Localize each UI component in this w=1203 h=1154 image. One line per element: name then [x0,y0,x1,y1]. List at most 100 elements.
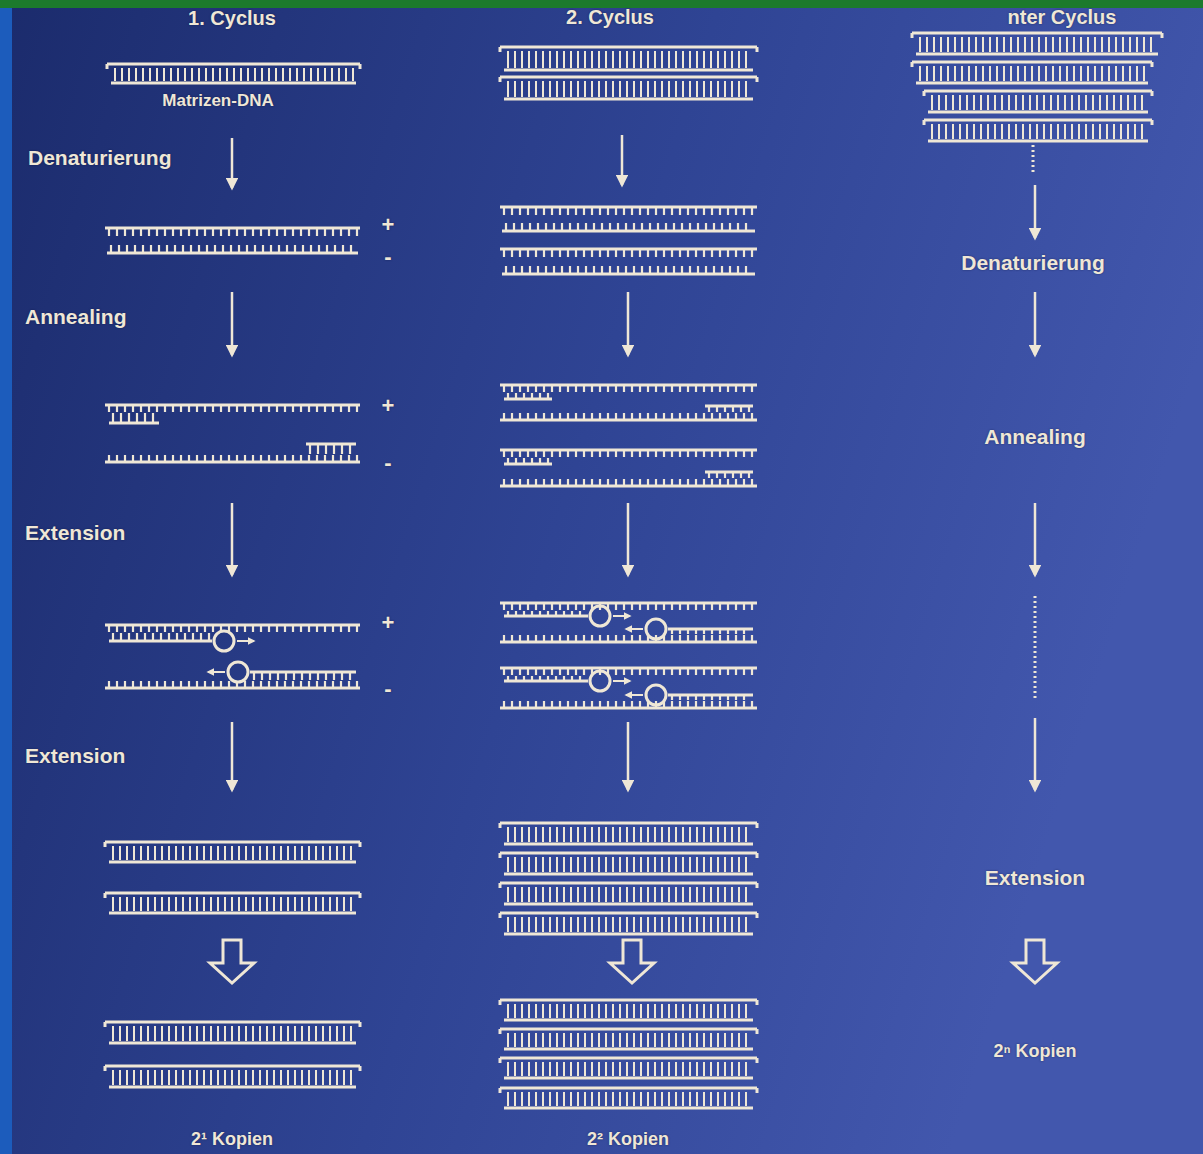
base-tick [711,413,713,420]
base-tick [172,455,174,462]
base-pair [203,897,205,911]
base-pair [196,846,198,860]
base-pair [1043,95,1045,110]
base-pair [1052,37,1054,52]
dna-strand [105,1021,360,1024]
base-tick [687,479,689,486]
base-ticks [254,672,350,680]
base-tick [599,249,601,257]
dna-strand [500,76,757,79]
dna-end [1151,62,1154,67]
base-pair [989,66,991,81]
base-pair [252,897,254,911]
base-tick [276,455,278,462]
base-tick [507,676,509,681]
base-pair [633,1004,635,1018]
base-tick [727,629,729,634]
base-tick [705,266,707,274]
dna-end [756,913,759,918]
base-tick [623,413,625,420]
base-tick [711,479,713,486]
base-pair [252,1070,254,1085]
base-pair [584,857,586,872]
dna-strand [105,841,360,844]
base-pair [212,68,214,81]
step-label: + [382,611,395,635]
base-pair [556,51,558,68]
base-tick [150,245,152,253]
base-pair [661,857,663,872]
base-pair [224,897,226,911]
dna-end [359,893,362,898]
base-pair [640,827,642,842]
base-pair [231,1070,233,1085]
base-pair [689,887,691,902]
base-tick [212,681,214,688]
base-tick [593,223,595,231]
base-pair [308,1026,310,1041]
base-pair [238,846,240,860]
base-pair [745,81,747,97]
base-tick [615,413,617,420]
base-tick [679,207,681,215]
base-pair [577,51,579,68]
base-tick [663,603,665,610]
base-tick [647,207,649,215]
base-pair [507,827,509,842]
base-tick [719,668,721,675]
base-tick [142,245,144,253]
base-tick [732,472,734,478]
base-pair [745,827,747,842]
dna-end [756,1058,759,1063]
base-pair [987,95,989,110]
base-pair [514,1033,516,1047]
dna-end [499,1029,502,1034]
base-tick [615,603,617,610]
base-tick [543,249,545,257]
base-tick [136,633,138,641]
base-pair [196,1070,198,1085]
base-pair [689,857,691,872]
base-pair [954,66,956,81]
base-pair [570,857,572,872]
base-pair [1127,124,1129,139]
base-pair [1073,37,1075,52]
base-pair [343,1070,345,1085]
base-tick [513,266,515,274]
base-tick [553,266,555,274]
base-pair [584,827,586,842]
base-pair [224,1026,226,1041]
base-pair [619,827,621,842]
base-tick [671,635,673,642]
base-pair [689,827,691,842]
base-pair [647,51,649,68]
step-arrow [1034,292,1037,355]
base-pair [598,51,600,68]
dna-strand [500,449,757,452]
base-pair [542,81,544,97]
base-tick [503,385,505,392]
base-pair [584,917,586,932]
base-tick [128,413,130,423]
dna-end [499,47,502,52]
base-tick [340,405,342,412]
base-pair [273,846,275,860]
base-tick [316,455,318,462]
dna-end [499,77,502,82]
dna-end [499,1000,502,1005]
base-pair [605,887,607,902]
base-pair [142,68,144,81]
base-pair [731,1062,733,1076]
base-tick [309,672,311,680]
base-tick [711,629,713,634]
base-tick [639,207,641,215]
base-pair [717,1092,719,1106]
base-tick [737,266,739,274]
base-ticks [504,385,752,392]
base-pair [682,81,684,97]
base-tick [623,603,625,610]
base-tick [751,668,753,675]
base-pair [738,887,740,902]
base-pair [563,857,565,872]
